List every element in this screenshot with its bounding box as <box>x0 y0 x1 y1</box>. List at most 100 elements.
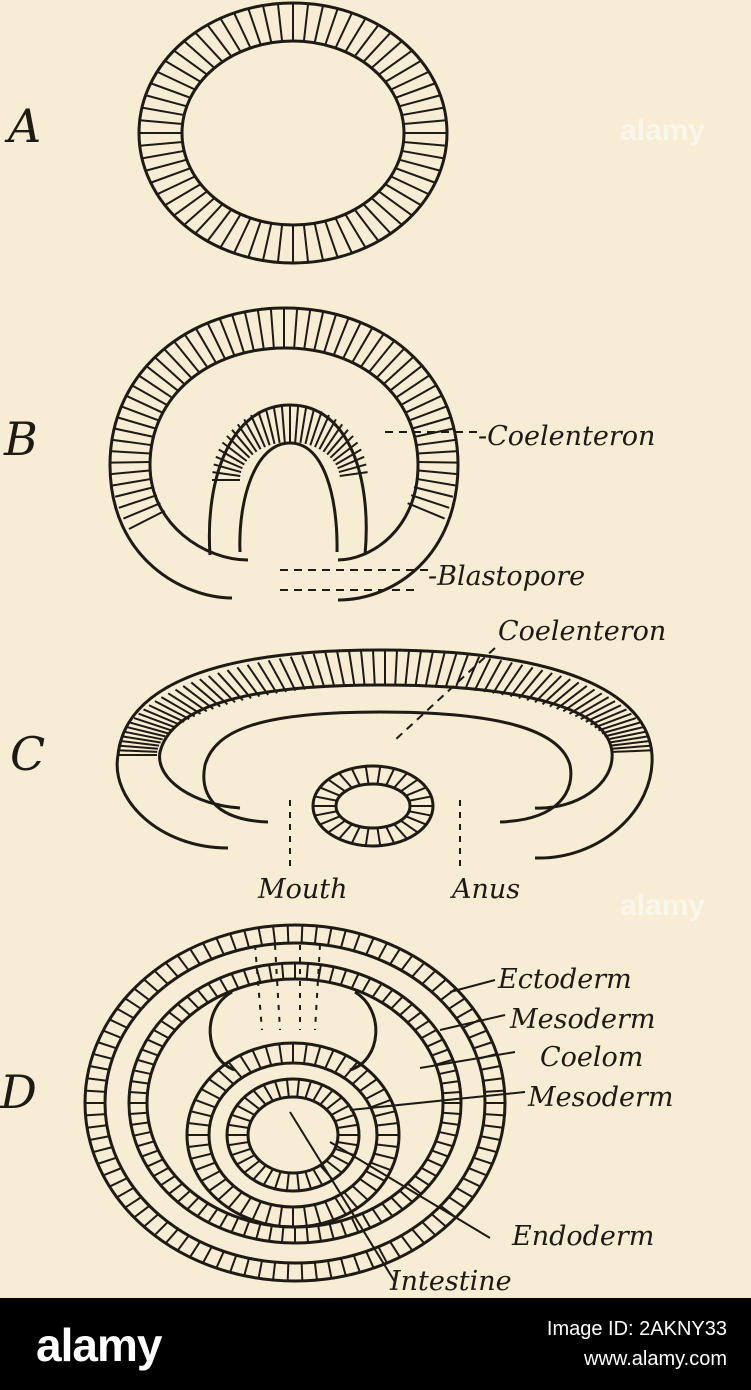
cell-wall-line <box>86 1077 107 1082</box>
cell-wall-line <box>322 423 344 453</box>
cell-wall-line <box>300 1262 304 1281</box>
cell-wall-line <box>109 1177 128 1188</box>
cell-wall-line <box>454 654 469 689</box>
cell-wall-line <box>89 1065 110 1071</box>
cell-wall-line <box>207 1208 219 1223</box>
cell-wall-line <box>414 1019 430 1031</box>
cell-wall-line <box>255 1223 262 1240</box>
cell-wall-line <box>117 749 158 753</box>
cell-wall-line <box>278 1043 284 1064</box>
cell-wall-line <box>233 12 252 49</box>
cell-wall-line <box>85 1089 106 1093</box>
cell-wall-line <box>280 405 286 443</box>
cell-wall-line <box>371 983 383 998</box>
cell-wall-line <box>109 1018 128 1029</box>
cell-wall-line <box>400 778 419 793</box>
cell-wall-line <box>327 1260 333 1279</box>
cell-wall-line <box>590 708 627 726</box>
cell-wall-line <box>262 1168 274 1186</box>
cell-wall-line <box>325 1096 343 1111</box>
cell-wall-line <box>411 962 426 978</box>
cell-wall-line <box>111 438 152 447</box>
cell-wall-line <box>296 1079 301 1098</box>
cell-wall-line <box>92 1146 113 1154</box>
cell-wall-line <box>376 827 382 846</box>
site-link[interactable]: www.alamy.com <box>584 1348 727 1370</box>
cell-wall-line <box>286 925 290 944</box>
cell-wall-line <box>133 987 151 1001</box>
cell-wall-line <box>236 1154 256 1166</box>
cell-wall-line <box>231 1147 252 1157</box>
cell-wall-line <box>102 1029 122 1039</box>
cell-wall-line <box>526 672 553 701</box>
cell-wall-line <box>509 666 534 698</box>
cell-wall-line <box>327 778 346 793</box>
label-coelenteron-c: Coelenteron <box>498 616 666 647</box>
cell-wall-line <box>350 328 373 364</box>
cell-wall-line <box>415 477 456 487</box>
cell-wall-line <box>129 1111 148 1115</box>
cell-wall-line <box>376 766 382 785</box>
cell-wall-line <box>394 374 430 399</box>
cell-wall-line <box>359 1078 378 1092</box>
cell-wall-line <box>231 1113 252 1123</box>
cell-wall-line <box>176 1189 192 1203</box>
cell-wall-line <box>417 450 458 455</box>
cell-wall-line <box>286 1262 290 1281</box>
cell-wall-line <box>483 659 503 693</box>
cell-wall-line <box>359 650 366 686</box>
cell-wall-line <box>420 1028 438 1040</box>
cell-wall-line <box>196 989 209 1004</box>
cell-wall-line <box>226 669 252 700</box>
cell-wall-line <box>125 394 163 414</box>
cell-wall-line <box>382 356 414 386</box>
cell-wall-line <box>97 1156 117 1165</box>
cell-wall-line <box>334 1113 355 1123</box>
cell-wall-line <box>217 1185 235 1201</box>
cell-wall-line <box>123 730 163 741</box>
cell-wall-line <box>268 964 273 981</box>
cell-wall-line <box>327 927 333 946</box>
cell-wall-line <box>92 1052 113 1060</box>
cell-wall-line <box>337 1123 359 1130</box>
cell-wall-line <box>160 1175 176 1187</box>
cell-wall-line <box>301 654 316 689</box>
cell-wall-line <box>393 772 408 789</box>
cell-wall-line <box>377 1246 388 1264</box>
label-intestine: Intestine <box>389 1266 512 1297</box>
cell-wall-line <box>206 24 233 58</box>
cell-wall-line <box>328 1223 335 1240</box>
cell-wall-line <box>261 5 273 43</box>
cell-wall-line <box>370 197 403 226</box>
cell-wall-line <box>332 318 350 357</box>
cell-wall-line <box>325 1159 343 1174</box>
cell-wall-line <box>313 311 325 352</box>
brand-logo[interactable]: alamy <box>36 1319 162 1371</box>
cell-wall-line <box>405 786 427 797</box>
cell-wall-line <box>413 486 454 498</box>
cell-wall-line <box>143 708 180 726</box>
cell-wall-line <box>152 1028 170 1040</box>
cell-wall-line <box>272 925 277 944</box>
cell-wall-line <box>313 5 325 43</box>
stage-c-embryo <box>115 648 654 860</box>
cell-wall-line <box>435 1140 454 1148</box>
cell-wall-line <box>431 1048 449 1057</box>
cell-wall-line <box>319 815 341 826</box>
cell-wall-line <box>257 411 271 446</box>
panel-label-a: A <box>4 99 41 153</box>
cell-wall-line <box>338 463 367 474</box>
cell-wall-line <box>492 662 513 694</box>
cell-wall-line <box>334 217 353 254</box>
cell-wall-line <box>212 471 241 478</box>
embryo-diagram: A B C D -Coelenteron -Blastopore Coelent… <box>0 1 705 1297</box>
cell-wall-line <box>243 1096 261 1111</box>
cell-wall-line <box>215 1250 225 1269</box>
cell-wall-line <box>377 942 388 960</box>
cell-wall-line <box>304 408 316 445</box>
cell-wall-line <box>215 455 243 470</box>
cell-wall-line <box>176 954 190 971</box>
cell-wall-line <box>194 1161 216 1172</box>
cell-wall-line <box>250 414 266 448</box>
cell-wall-line <box>389 948 401 965</box>
